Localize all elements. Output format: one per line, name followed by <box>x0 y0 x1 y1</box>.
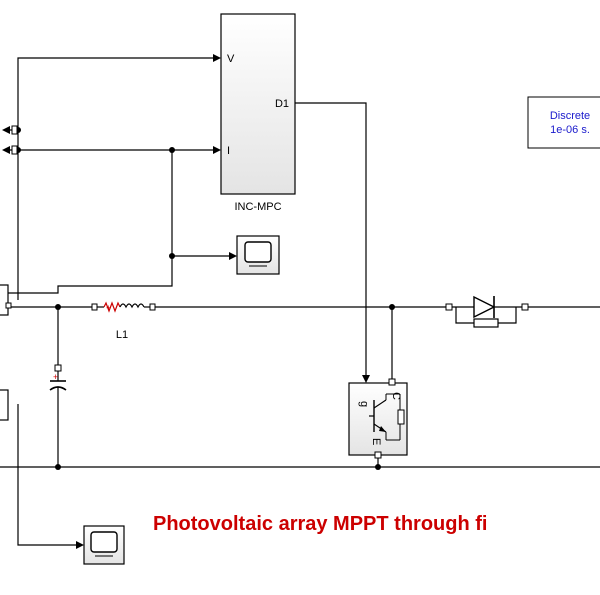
port-i-label: I <box>227 145 230 157</box>
wire-snubber <box>455 307 474 324</box>
inductor-label: L1 <box>116 329 128 341</box>
arrow-scope-top <box>229 252 237 260</box>
igbt-collector-label: C <box>390 392 402 400</box>
capacitor[interactable]: + <box>49 364 67 395</box>
left-edge-port-markers <box>11 125 18 155</box>
powergui-line2: 1e-06 s. <box>550 124 590 136</box>
wire-measure-to-node <box>8 256 173 294</box>
port-v-label: V <box>227 53 235 65</box>
junction-dot <box>169 147 175 153</box>
wires <box>0 57 600 546</box>
arrow-scope-bottom <box>76 541 84 549</box>
junctions <box>15 127 395 470</box>
arrow-v <box>213 54 221 62</box>
wire-v-signal <box>17 57 213 300</box>
arrow-i <box>213 146 221 154</box>
inductor-l1[interactable]: + <box>91 301 156 313</box>
igbt-switch[interactable]: g C E <box>348 378 408 459</box>
wire-snubber-b <box>498 307 517 324</box>
wire-d1-to-gate <box>295 102 367 375</box>
diode[interactable] <box>445 295 529 328</box>
powergui-line1: Discrete <box>550 110 590 122</box>
junction-dot <box>55 464 61 470</box>
measurement-block-top[interactable] <box>0 284 12 316</box>
arrow-left-1 <box>2 126 10 134</box>
arrow-left-2 <box>2 146 10 154</box>
block-name-label: INC-MPC <box>234 201 281 213</box>
scope-bottom[interactable] <box>83 525 125 565</box>
junction-dot <box>389 304 395 310</box>
wire-to-scope-bottom <box>17 404 76 546</box>
port-d1-label: D1 <box>275 98 289 110</box>
inductor-polarity-mark: + <box>106 303 111 313</box>
junction-dot <box>55 304 61 310</box>
scope-top[interactable] <box>236 235 280 275</box>
junction-dot <box>375 464 381 470</box>
arrowheads <box>2 54 370 549</box>
arrow-gate <box>362 375 370 383</box>
junction-dot <box>169 253 175 259</box>
capacitor-polarity-mark: + <box>53 372 58 382</box>
measurement-block-bottom[interactable] <box>0 389 9 421</box>
inc-mpc-block[interactable]: V I D1 <box>220 13 296 195</box>
diagram-title: Photovoltaic array MPPT through fi <box>153 513 487 535</box>
powergui-block[interactable]: Discrete 1e-06 s. <box>527 96 600 149</box>
igbt-emitter-label: E <box>370 438 382 445</box>
igbt-gate-label: g <box>358 401 370 407</box>
